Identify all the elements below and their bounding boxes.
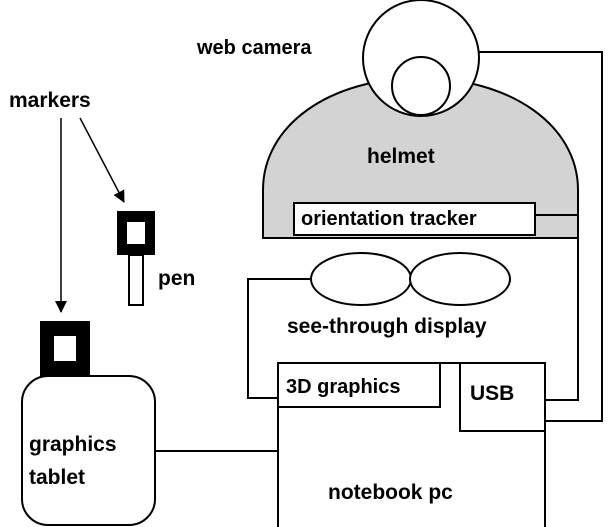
graphics-tablet-label-line2: tablet	[29, 466, 86, 489]
helmet-label: helmet	[367, 145, 435, 168]
pen-body	[128, 254, 144, 306]
web-camera-lens	[391, 56, 451, 116]
pen-marker-window	[127, 222, 145, 244]
marker-arrow-to-pen	[79, 117, 125, 203]
display-lens-right	[409, 252, 511, 306]
graphics-tablet-label-line1: graphics	[29, 433, 117, 456]
web-camera-label: web camera	[197, 37, 312, 59]
camera-to-usb-connection	[479, 51, 603, 422]
see-through-display-label: see-through display	[287, 315, 487, 338]
orientation-tracker-box	[293, 202, 536, 236]
usb-box	[459, 362, 546, 432]
graphics-3d-label: 3D graphics	[286, 376, 401, 398]
display-to-3d-graphics-connection	[247, 278, 311, 399]
display-lens-left	[310, 252, 412, 306]
notebook-pc-label: notebook pc	[328, 481, 453, 504]
orientation-tracker-label: orientation tracker	[301, 208, 477, 230]
markers-label: markers	[9, 89, 91, 112]
tracker-to-usb-connection	[535, 214, 579, 401]
tablet-marker-window	[54, 336, 76, 361]
pen-label: pen	[158, 267, 196, 290]
graphics-3d-box	[277, 362, 441, 408]
usb-label: USB	[470, 382, 515, 405]
